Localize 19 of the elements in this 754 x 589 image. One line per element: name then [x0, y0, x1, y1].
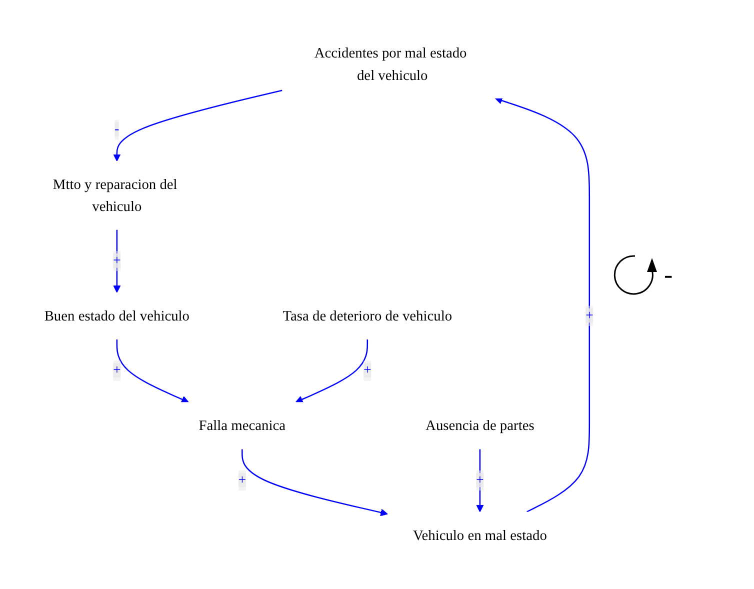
- edge-label: +: [476, 473, 484, 488]
- node-text: Mtto y reparacion del vehiculo: [52, 176, 178, 214]
- node-text: Vehiculo en mal estado: [412, 527, 547, 544]
- arrow: [296, 340, 368, 404]
- node-text: Ausencia de partes: [426, 418, 534, 434]
- arrow: [116, 340, 189, 404]
- loop-polarity-label: -: [664, 260, 673, 290]
- edge-label: -: [114, 122, 120, 137]
- node-text: Buen estado del vehiculo: [44, 308, 190, 324]
- arrow: [242, 449, 388, 516]
- edge-label: +: [238, 473, 246, 488]
- edge-label: +: [364, 363, 372, 378]
- node-text: Falla mecanica: [198, 418, 286, 434]
- node-text: Tasa de deterioro de vehiculo: [282, 308, 452, 324]
- arrow: [495, 97, 590, 513]
- node-text: Accidentes por mal estado del vehiculo: [314, 45, 467, 83]
- edge-label: +: [113, 363, 121, 378]
- edge-label: +: [113, 254, 121, 268]
- edge-label: +: [586, 308, 594, 323]
